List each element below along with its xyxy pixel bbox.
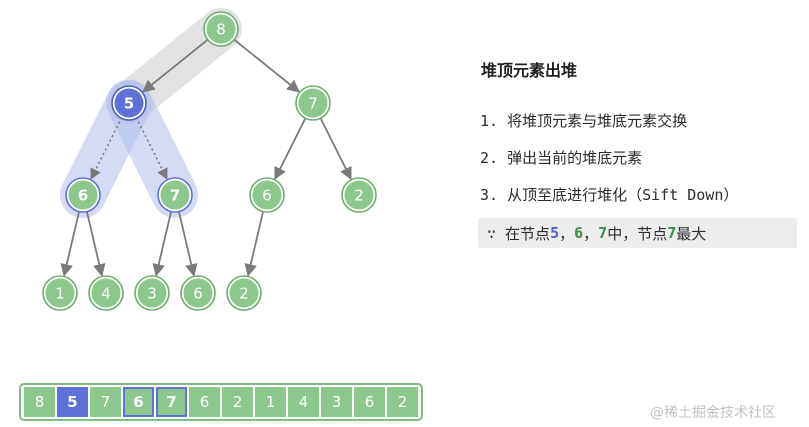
array-cell-5: 6 bbox=[189, 387, 220, 417]
tree-edges bbox=[60, 38, 352, 277]
tree-edge-n0-n2 bbox=[232, 38, 300, 93]
tree-node-n11: 2 bbox=[226, 275, 262, 311]
comparison-note: ∵ 在节点 5 ， 6 ， 7 中，节点 7 最大 bbox=[478, 218, 797, 248]
tree-nodes: 8 5 7 6 7 6 2 1 4 3 6 2 bbox=[42, 11, 377, 311]
tree-node-n5: 6 bbox=[249, 177, 285, 213]
tree-node-n2: 7 bbox=[295, 85, 331, 121]
array-cell-11: 2 bbox=[387, 387, 418, 417]
tree-node-label: 6 bbox=[193, 285, 203, 303]
tree-edge-n2-n6 bbox=[319, 116, 352, 181]
tree-node-label: 6 bbox=[262, 187, 272, 205]
note-sep-1: ， bbox=[559, 224, 575, 243]
tree-node-label: 1 bbox=[55, 285, 65, 303]
tree-node-n0: 8 bbox=[203, 11, 239, 47]
tree-node-label: 7 bbox=[170, 187, 180, 205]
tree-node-n6: 2 bbox=[341, 177, 377, 213]
tree-node-n4: 7 bbox=[157, 177, 193, 213]
tree-edge-n3-n8 bbox=[85, 210, 106, 277]
tree-edge-n4-n9 bbox=[152, 210, 173, 277]
step-1: 1. 将堆顶元素与堆底元素交换 bbox=[480, 112, 688, 130]
array-cell-9: 3 bbox=[321, 387, 352, 417]
tree-node-label: 6 bbox=[78, 187, 88, 205]
step-2: 2. 弹出当前的堆底元素 bbox=[480, 149, 643, 167]
tree-node-n7: 1 bbox=[42, 275, 78, 311]
tree-edge-n3-n7 bbox=[60, 210, 81, 277]
note-sep-2: ， bbox=[583, 224, 599, 243]
tree-node-label: 5 bbox=[124, 95, 134, 113]
tree-node-n10: 6 bbox=[180, 275, 216, 311]
note-node-7: 7 bbox=[598, 224, 608, 242]
note-prefix: ∵ 在节点 bbox=[487, 224, 551, 243]
tree-edge-n1-n4 bbox=[135, 116, 168, 180]
highlight-bands bbox=[60, 8, 242, 218]
note-middle: 中，节点 bbox=[607, 224, 668, 243]
note-max-node: 7 bbox=[667, 224, 677, 242]
array-cell-0: 8 bbox=[24, 387, 55, 417]
array-cell-7: 1 bbox=[255, 387, 286, 417]
tree-node-label: 2 bbox=[354, 187, 364, 205]
array-cell-3: 6 bbox=[123, 387, 154, 417]
tree-edge-n0-n1 bbox=[142, 38, 210, 93]
array-cell-2: 7 bbox=[90, 387, 121, 417]
tree-node-n3: 6 bbox=[65, 177, 101, 213]
step-3: 3. 从顶至底进行堆化（Sift Down） bbox=[480, 186, 739, 204]
tree-node-label: 4 bbox=[101, 285, 111, 303]
array-cell-4: 7 bbox=[156, 387, 187, 417]
tree-node-label: 2 bbox=[239, 285, 249, 303]
tree-node-label: 8 bbox=[216, 21, 226, 39]
tree-node-label: 3 bbox=[147, 285, 157, 303]
tree-node-n1: 5 bbox=[111, 85, 147, 121]
tree-node-n8: 4 bbox=[88, 275, 124, 311]
tree-edge-n5-n11 bbox=[244, 210, 265, 277]
tree-edge-n2-n5 bbox=[274, 116, 307, 181]
note-suffix: 最大 bbox=[676, 224, 707, 243]
tree-node-n9: 3 bbox=[134, 275, 170, 311]
array-cell-6: 2 bbox=[222, 387, 253, 417]
tree-edge-n1-n3 bbox=[90, 116, 123, 180]
watermark: @稀土掘金技术社区 bbox=[650, 405, 776, 421]
panel-title: 堆顶元素出堆 bbox=[481, 61, 578, 80]
tree-node-label: 7 bbox=[308, 95, 318, 113]
tree-edge-n4-n10 bbox=[177, 210, 198, 277]
note-node-5: 5 bbox=[550, 224, 560, 242]
array-cell-10: 6 bbox=[354, 387, 385, 417]
array-cell-8: 4 bbox=[288, 387, 319, 417]
array-cell-1: 5 bbox=[57, 387, 88, 417]
note-node-6: 6 bbox=[574, 224, 584, 242]
